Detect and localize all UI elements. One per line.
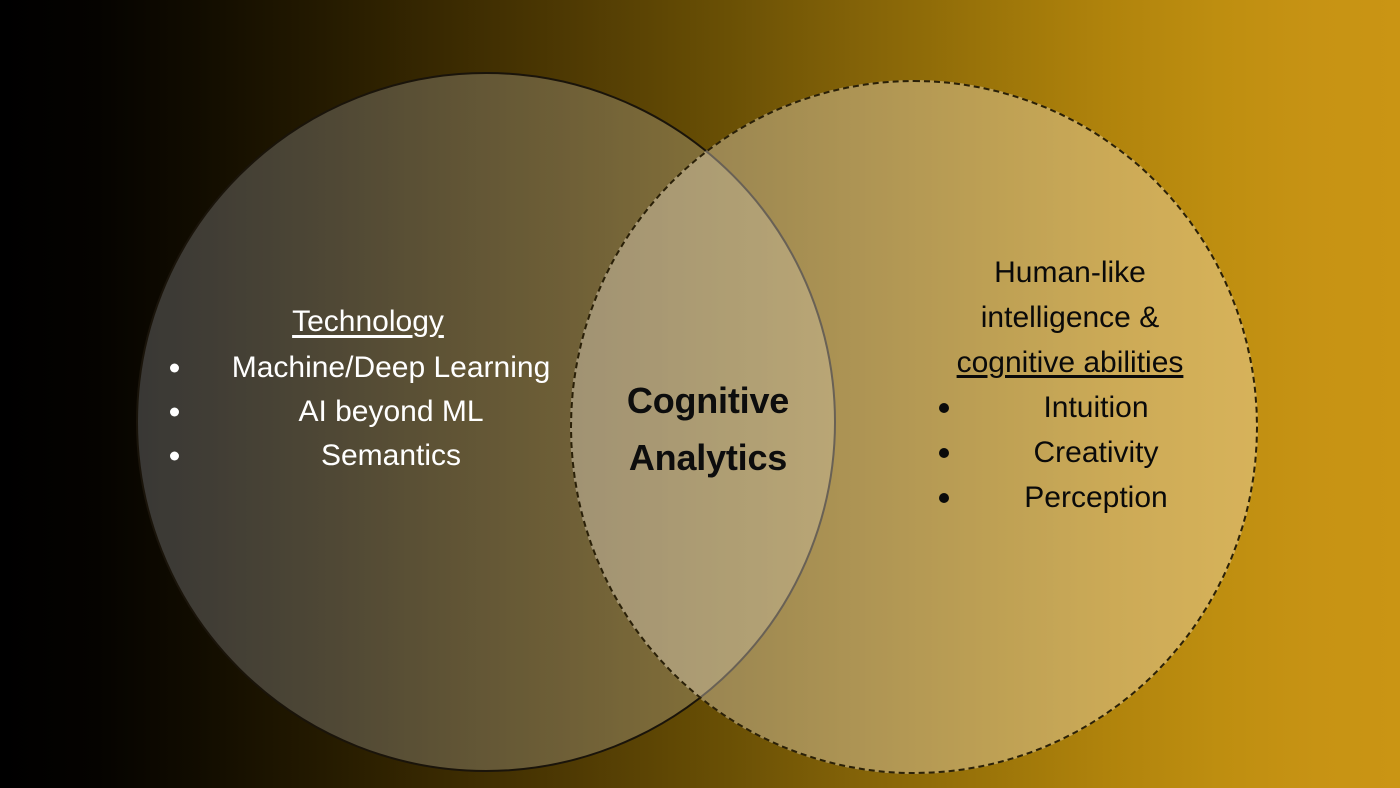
left-circle-text-block: Technology Machine/Deep Learning AI beyo…	[148, 300, 588, 478]
bullet-dot-icon	[170, 363, 179, 373]
list-item-label: Perception	[1024, 481, 1168, 514]
list-item: Semantics	[148, 434, 588, 478]
bullet-dot-icon	[939, 492, 949, 503]
overlap-label-line-2: Analytics	[628, 437, 788, 478]
right-circle-text-block: Human-like intelligence & cognitive abil…	[905, 250, 1235, 520]
bullet-dot-icon	[170, 451, 179, 461]
bullet-dot-icon	[170, 407, 179, 417]
list-item-label: Intuition	[1043, 391, 1149, 424]
bullet-dot-icon	[939, 447, 949, 458]
list-item: Creativity	[905, 430, 1235, 475]
cognitive-abilities-heading-line-3: cognitive abilities	[956, 346, 1184, 379]
cognitive-abilities-bullet-list: Intuition Creativity Perception	[905, 385, 1235, 520]
list-item-label: Semantics	[320, 439, 462, 472]
technology-heading: Technology	[292, 305, 444, 338]
list-item-label: Machine/Deep Learning	[231, 351, 551, 384]
venn-circle-human-like-intelligence	[570, 80, 1258, 774]
human-like-heading-line-1: Human-like	[994, 256, 1146, 289]
human-like-heading-line-2: intelligence &	[980, 301, 1160, 334]
list-item-label: Creativity	[1033, 436, 1159, 469]
human-like-heading: Human-like intelligence & cognitive abil…	[905, 250, 1235, 385]
bullet-dot-icon	[939, 402, 949, 413]
list-item-label: AI beyond ML	[298, 395, 484, 428]
overlap-label-line-1: Cognitive	[626, 380, 790, 421]
list-item: Machine/Deep Learning	[148, 346, 588, 390]
list-item: AI beyond ML	[148, 390, 588, 434]
list-item: Perception	[905, 475, 1235, 520]
technology-bullet-list: Machine/Deep Learning AI beyond ML Seman…	[148, 346, 588, 478]
overlap-label: Cognitive Analytics	[592, 372, 824, 486]
list-item: Intuition	[905, 385, 1235, 430]
